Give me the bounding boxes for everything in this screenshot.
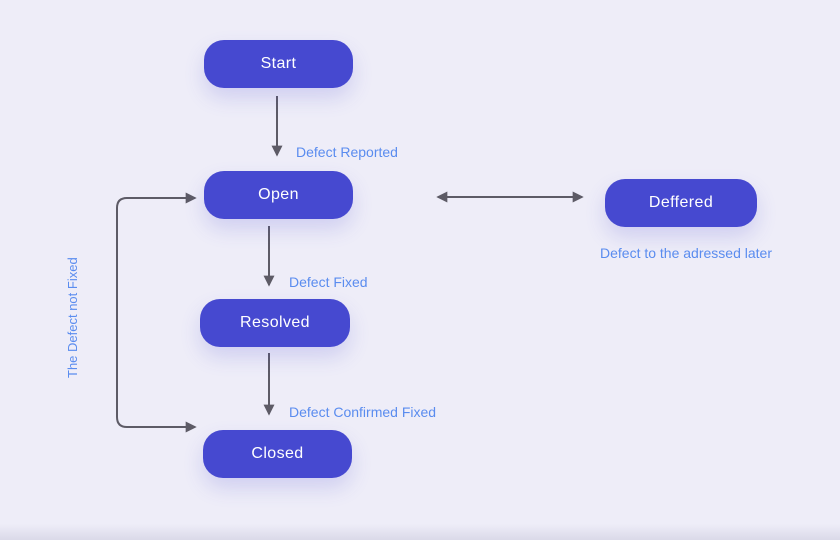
node-start: Start [204, 40, 353, 88]
edge-label-defect-fixed: Defect Fixed [289, 274, 368, 290]
node-resolved: Resolved [200, 299, 350, 347]
edge-label-defect-reported: Defect Reported [296, 144, 398, 160]
deffered-note-label: Defect to the adressed later [600, 245, 772, 261]
edge-label-defect-confirmed-fixed: Defect Confirmed Fixed [289, 404, 437, 420]
node-start-label: Start [260, 55, 297, 72]
node-resolved-label: Resolved [240, 314, 310, 331]
node-deffered: Deffered [605, 179, 757, 227]
edge-closed-to-open-reopen [116, 192, 197, 433]
node-deffered-label: Deffered [648, 194, 714, 211]
node-open-label: Open [258, 186, 299, 203]
node-open: Open [204, 171, 353, 219]
node-closed: Closed [203, 430, 352, 478]
node-closed-label: Closed [251, 445, 304, 462]
edge-label-defect-not-fixed: The Defect not Fixed [65, 257, 80, 378]
